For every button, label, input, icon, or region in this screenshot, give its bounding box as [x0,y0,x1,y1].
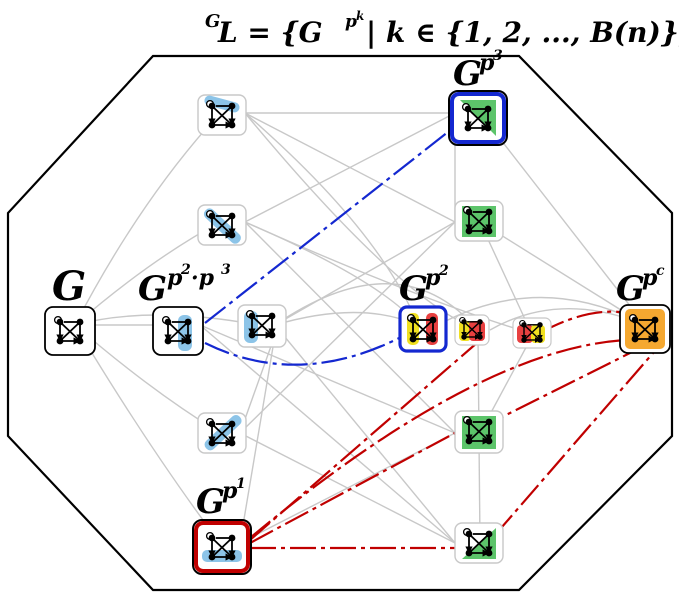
svg-text:G: G [453,54,482,94]
diagram-title: G L = {G p k | k ∈ {1, 2, ..., B(n)}} [205,9,679,49]
label-Gp2: G p 2 [399,263,449,309]
svg-text:·p: ·p [191,265,215,291]
svg-text:1: 1 [236,476,246,492]
label-Gp3: G p 3 [453,48,503,94]
node-yellow-red-small[interactable] [454,314,490,346]
svg-text:G: G [196,482,225,522]
node-Gpc[interactable] [619,304,671,354]
svg-text:G: G [138,269,167,309]
svg-text:p: p [167,265,183,291]
label-Gp1: G p 1 [196,476,246,522]
node-Gp2[interactable] [398,305,448,353]
svg-text:3: 3 [221,262,231,278]
label-G: G [52,263,86,310]
svg-text:3: 3 [493,48,503,64]
svg-text:G: G [205,11,220,32]
svg-text:G: G [399,269,428,309]
blue-highlight-edges [204,127,454,366]
svg-text:k: k [356,9,364,23]
node-blue-anti[interactable] [197,412,247,454]
svg-text:p: p [642,265,658,291]
node-green-bottom[interactable] [454,522,504,564]
svg-text:| k ∈ {1, 2, ..., B(n)}}: | k ∈ {1, 2, ..., B(n)}} [366,16,679,49]
node-red-yellow-small[interactable] [512,317,552,349]
svg-text:G: G [616,269,645,309]
svg-text:p: p [222,478,238,504]
svg-text:2: 2 [438,263,449,279]
node-Gp2p3[interactable] [152,306,204,356]
svg-text:p: p [345,12,357,32]
svg-text:2: 2 [180,262,191,278]
red-highlight-edges [249,310,661,550]
node-Gp1[interactable] [192,519,252,575]
node-blue-vert[interactable] [237,304,287,348]
node-Gp3[interactable] [448,90,508,146]
node-blue-diag[interactable] [197,204,247,246]
svg-text:p: p [479,50,495,76]
node-G[interactable] [44,306,96,356]
svg-text:L = {G: L = {G [217,16,323,49]
node-green-lower[interactable] [454,410,504,454]
label-Gp2p3: G p 2 ·p 3 [138,262,231,309]
svg-text:c: c [656,263,665,279]
node-green-upper[interactable] [454,200,504,242]
node-blue-top[interactable] [197,94,247,136]
label-Gpc: G p c [616,263,665,309]
svg-text:p: p [425,265,441,291]
octagon-boundary [6,54,674,592]
